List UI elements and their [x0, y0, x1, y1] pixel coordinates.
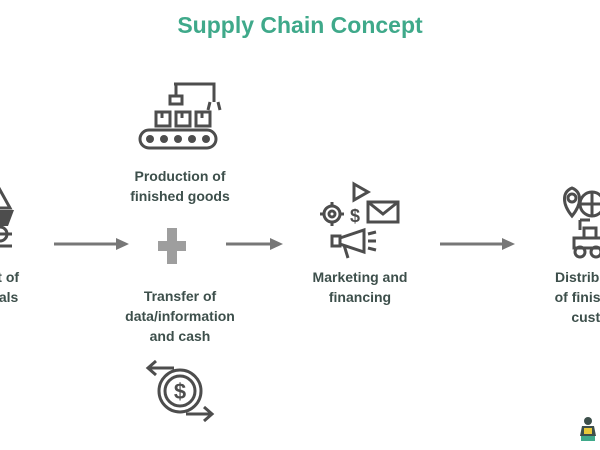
cash-exchange-icon: $ [145, 359, 215, 423]
svg-text:$: $ [174, 379, 186, 404]
marketing-megaphone-icon: $ [320, 181, 400, 259]
page-title: Supply Chain Concept [177, 12, 423, 38]
cart-icon [0, 186, 14, 248]
flow-arrow [440, 238, 515, 250]
plus-icon [158, 228, 186, 264]
step-production-label: Production of finished goods [130, 168, 230, 204]
step-transfer-label: Transfer of data/information and cash [125, 288, 235, 344]
step-procurement-label: ent of erials [0, 269, 20, 305]
factory-conveyor-icon [138, 82, 222, 150]
step-marketing-label: Marketing and financing [312, 269, 408, 305]
flow-arrow [226, 238, 283, 250]
logo-icon [580, 417, 596, 441]
svg-text:$: $ [350, 206, 360, 226]
flow-arrow [54, 238, 129, 250]
step-distribution-label: Distributio of finished custo [554, 269, 600, 325]
delivery-truck-icon [563, 186, 600, 259]
